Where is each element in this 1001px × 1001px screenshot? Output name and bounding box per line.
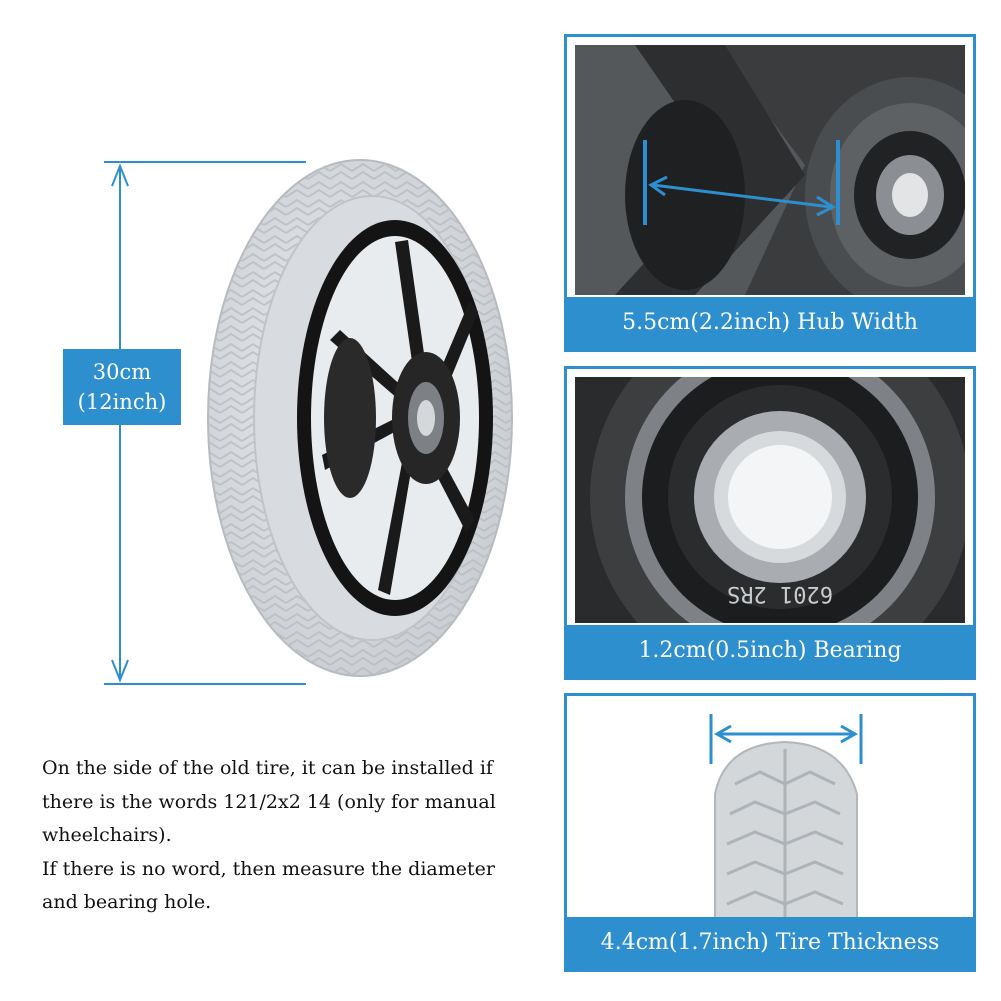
note-line: there is the words 121/2x2 14 (only for …: [42, 790, 496, 813]
tire-thickness-panel: 4.4cm(1.7inch) Tire Thickness: [564, 693, 976, 972]
bearing-panel: 6201 2RS 1.2cm(0.5inch) Bearing: [564, 366, 976, 680]
hub-photo: [575, 45, 965, 295]
installation-note: On the side of the old tire, it can be i…: [42, 752, 542, 920]
wheel-rim: [297, 220, 493, 616]
tire-photo: [575, 704, 965, 919]
arrow-up-icon: [111, 163, 129, 187]
diameter-metric: 30cm: [92, 360, 152, 384]
arrow-down-icon: [111, 659, 129, 683]
note-line: wheelchairs).: [42, 824, 172, 846]
hub-width-panel: 5.5cm(2.2inch) Hub Width: [564, 34, 976, 352]
note-line: On the side of the old tire, it can be i…: [42, 757, 493, 779]
note-line: If there is no word, then measure the di…: [42, 857, 495, 880]
bearing-caption: 1.2cm(0.5inch) Bearing: [567, 625, 973, 677]
hub-width-caption: 5.5cm(2.2inch) Hub Width: [567, 297, 973, 349]
bearing-photo: 6201 2RS: [575, 377, 965, 623]
note-line: and bearing hole.: [42, 891, 212, 913]
diameter-label: 30cm (12inch): [63, 349, 181, 425]
tire-thickness-caption: 4.4cm(1.7inch) Tire Thickness: [567, 917, 973, 969]
diameter-imperial: (12inch): [77, 390, 167, 414]
wheel-illustration: [104, 159, 513, 685]
bearing-stamp: 6201 2RS: [727, 581, 833, 606]
